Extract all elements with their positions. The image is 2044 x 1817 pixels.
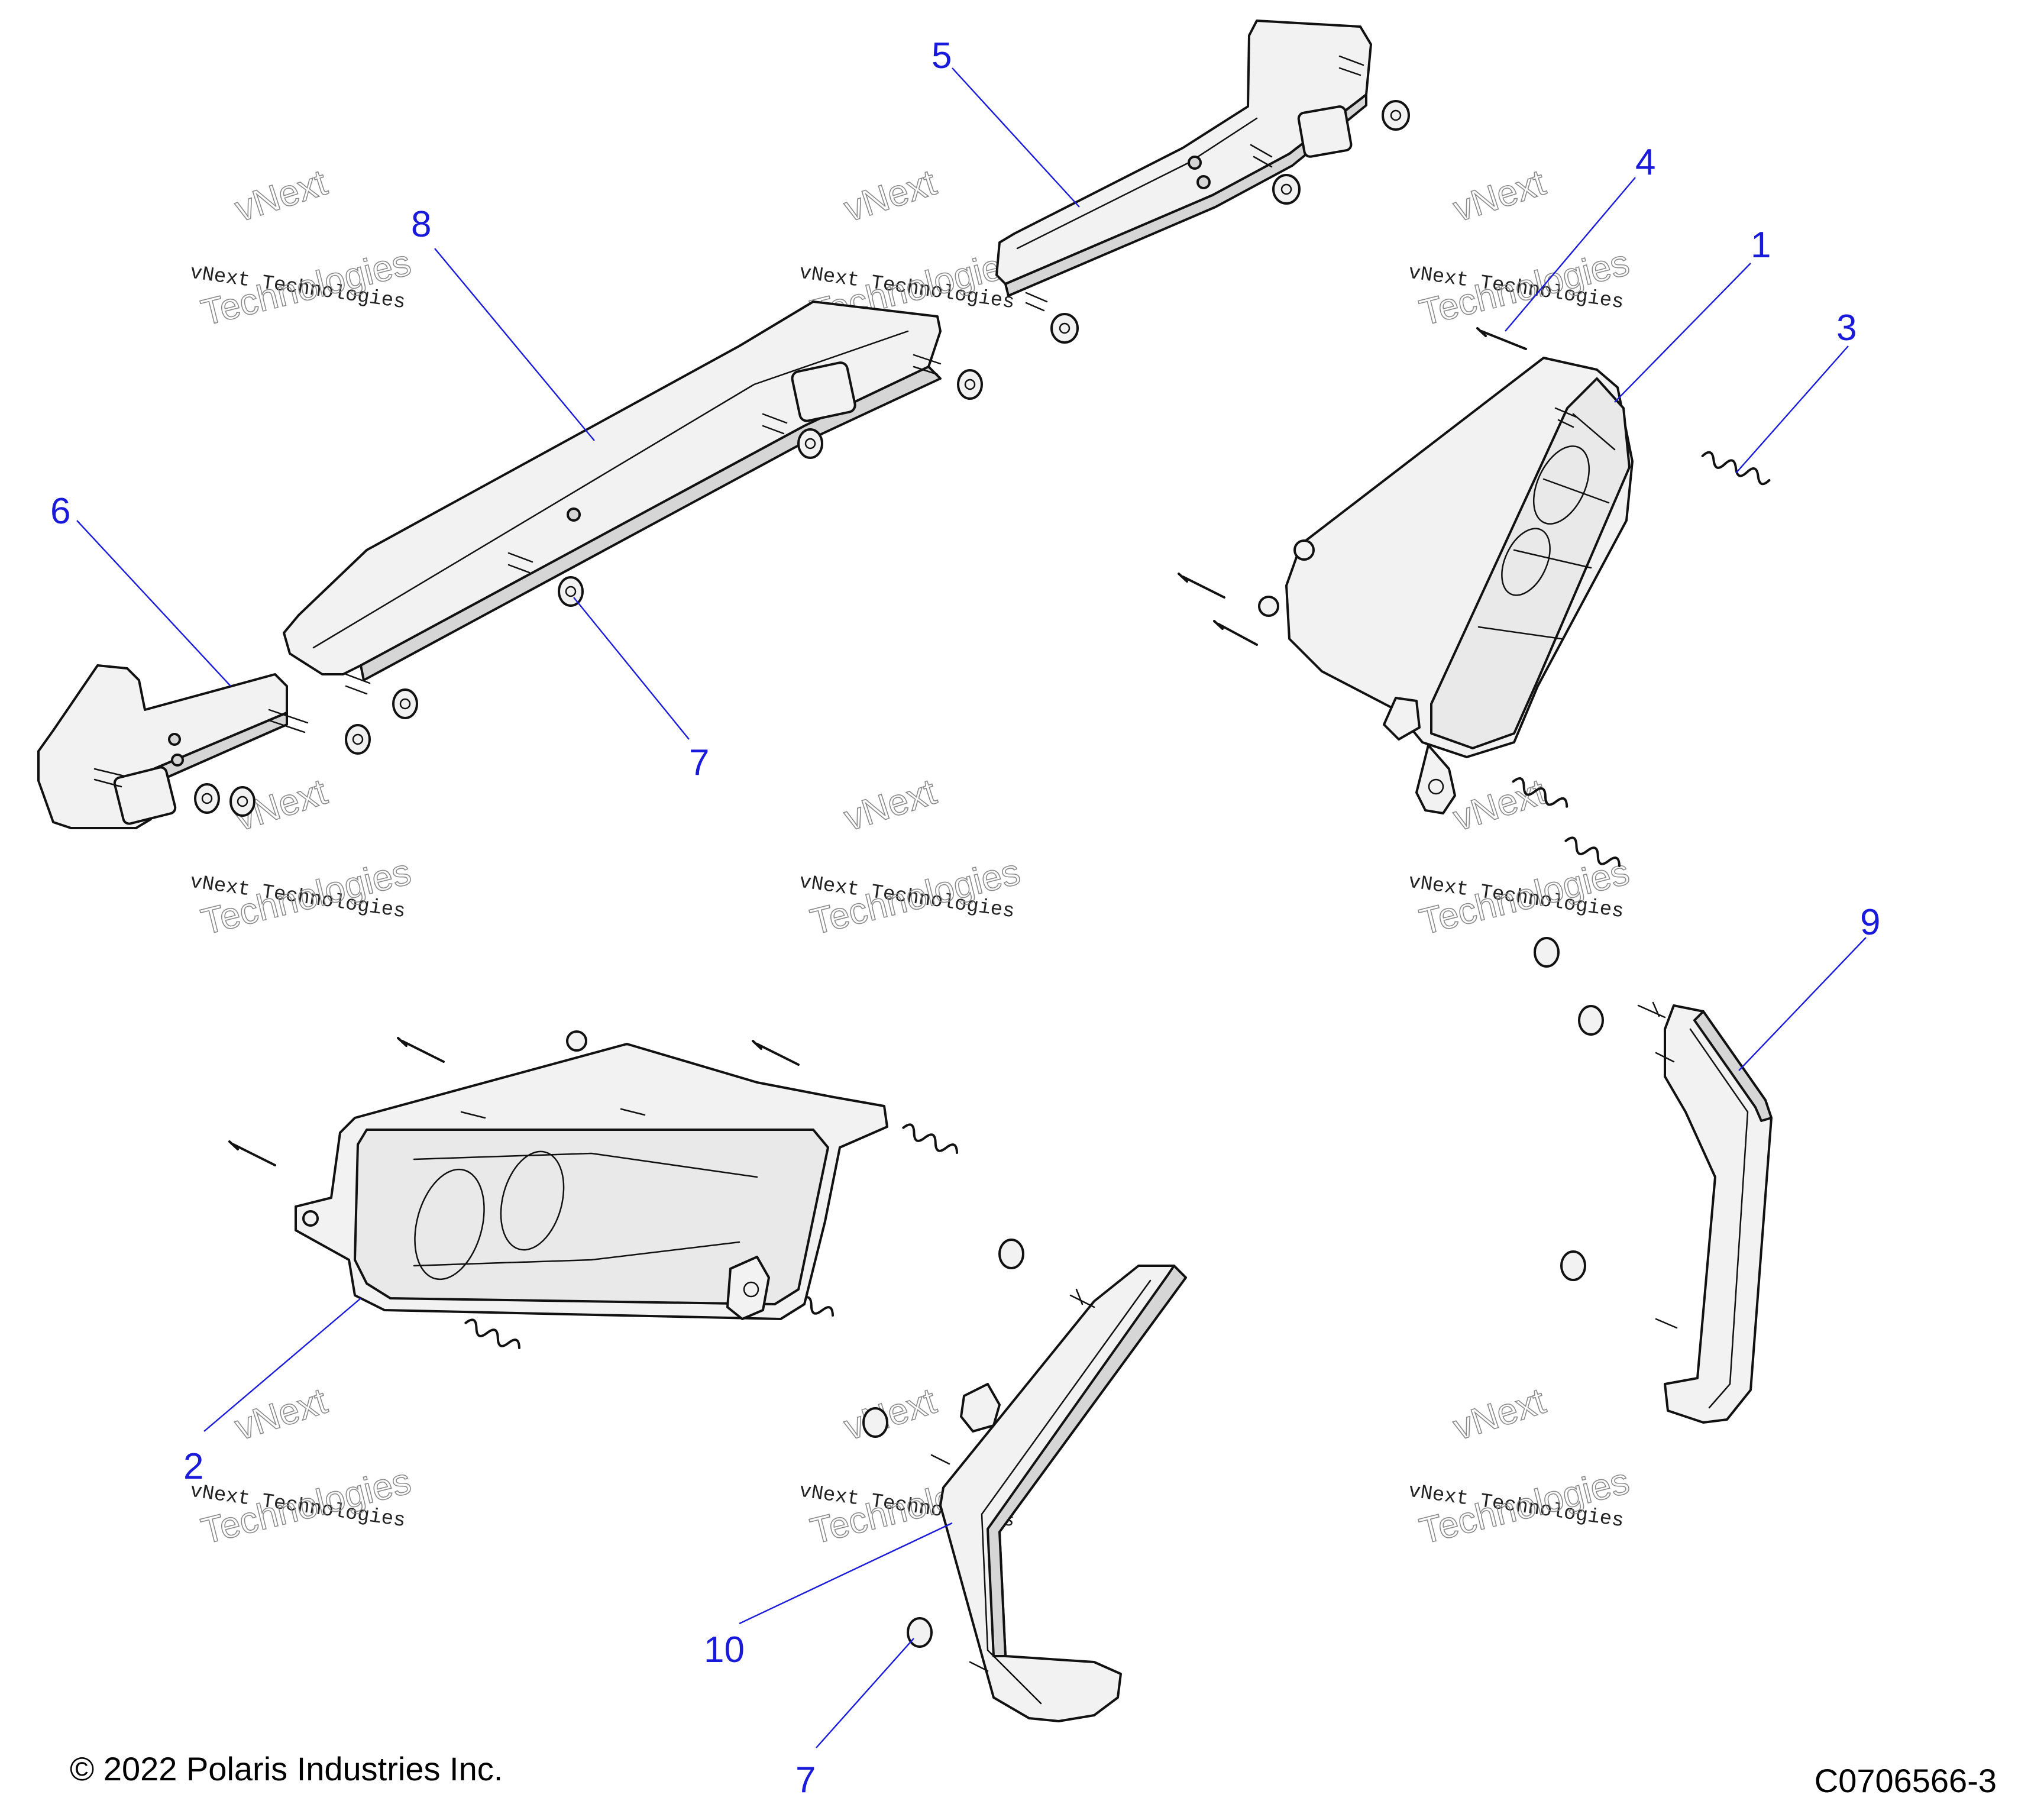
svg-text:5: 5 [932,35,952,76]
svg-text:vNext: vNext [839,162,941,230]
svg-text:Technologies: Technologies [198,1460,415,1552]
svg-text:9: 9 [1860,902,1880,943]
nut [1272,174,1301,205]
svg-text:vNext: vNext [230,162,332,230]
spring [1512,777,1568,808]
nut [558,576,584,607]
part-10-lower-side-reflector [930,1265,1187,1722]
svg-text:vNext: vNext [1448,162,1550,230]
svg-text:1: 1 [1751,225,1771,266]
svg-text:Technologies: Technologies [1416,242,1634,334]
watermark: vNext vNext Technologies Technologies [1407,1380,1634,1553]
svg-text:6: 6 [50,491,70,532]
nut [345,724,371,755]
grommet [998,1239,1024,1269]
grommet [907,1617,933,1648]
svg-text:Technologies: Technologies [198,242,415,334]
watermark: vNext vNext Technologies Technologies [1407,161,1634,334]
svg-text:10: 10 [704,1630,745,1670]
spring [464,1318,520,1349]
copyright-text: © 2022 Polaris Industries Inc. [70,1750,503,1787]
nut [797,428,823,459]
screw [752,1040,800,1066]
nut [1050,313,1079,344]
part-2-left-headlight [295,1030,888,1320]
callout-7: 7 [795,1638,914,1800]
diagram-code: C0706566-3 [1815,1762,1997,1799]
svg-text:vNext: vNext [839,1380,941,1449]
spring [1701,451,1771,486]
callout-7: 7 [573,597,709,783]
svg-text:vNext: vNext [1448,771,1550,839]
screw [1476,327,1527,350]
nut [194,783,220,814]
nut [1382,100,1410,131]
svg-text:Technologies: Technologies [1416,1460,1634,1552]
callout-8: 8 [411,204,595,441]
part-5-upper-marker-light [995,20,1372,312]
svg-text:7: 7 [795,1760,816,1800]
callout-4: 4 [1505,142,1655,332]
svg-text:Technologies: Technologies [807,851,1024,943]
nut [229,786,256,817]
callout-2: 2 [183,1298,361,1487]
screw [1178,573,1225,599]
screw [228,1140,276,1166]
svg-text:3: 3 [1836,308,1857,348]
grommet [862,1407,888,1438]
svg-text:7: 7 [689,742,709,783]
callout-10: 10 [704,1522,953,1670]
svg-text:vNext: vNext [839,771,941,839]
svg-text:8: 8 [411,204,431,245]
spring [902,1123,958,1154]
callout-3: 3 [1735,308,1857,474]
part-1-right-headlight [1258,357,1634,814]
screw [1213,620,1258,646]
watermark: vNext vNext Technologies Technologies [189,1380,416,1553]
svg-text:vNext: vNext [1448,1380,1550,1449]
watermark: vNext vNext Technologies Technologies [189,771,416,943]
nut [957,369,983,400]
svg-text:vNext: vNext [230,1380,332,1449]
callout-1: 1 [1614,225,1771,403]
svg-text:Technologies: Technologies [198,851,415,943]
nut [392,688,418,719]
part-6-left-marker-light [37,664,309,829]
watermark: vNext vNext Technologies Technologies [798,771,1025,943]
callout-5: 5 [932,35,1080,208]
svg-text:2: 2 [183,1446,203,1487]
callout-6: 6 [50,491,231,687]
watermark: vNext vNext Technologies Technologies [189,161,416,334]
grommet [1560,1250,1586,1281]
part-9-right-side-reflector [1637,1001,1773,1424]
screw [397,1037,445,1063]
svg-text:4: 4 [1635,142,1655,183]
svg-text:Technologies: Technologies [1416,851,1634,943]
grommet [1534,937,1560,968]
grommet [1578,1005,1604,1036]
spring [1564,836,1621,867]
callout-9: 9 [1738,902,1880,1071]
part-8-center-bar-light [283,300,942,695]
